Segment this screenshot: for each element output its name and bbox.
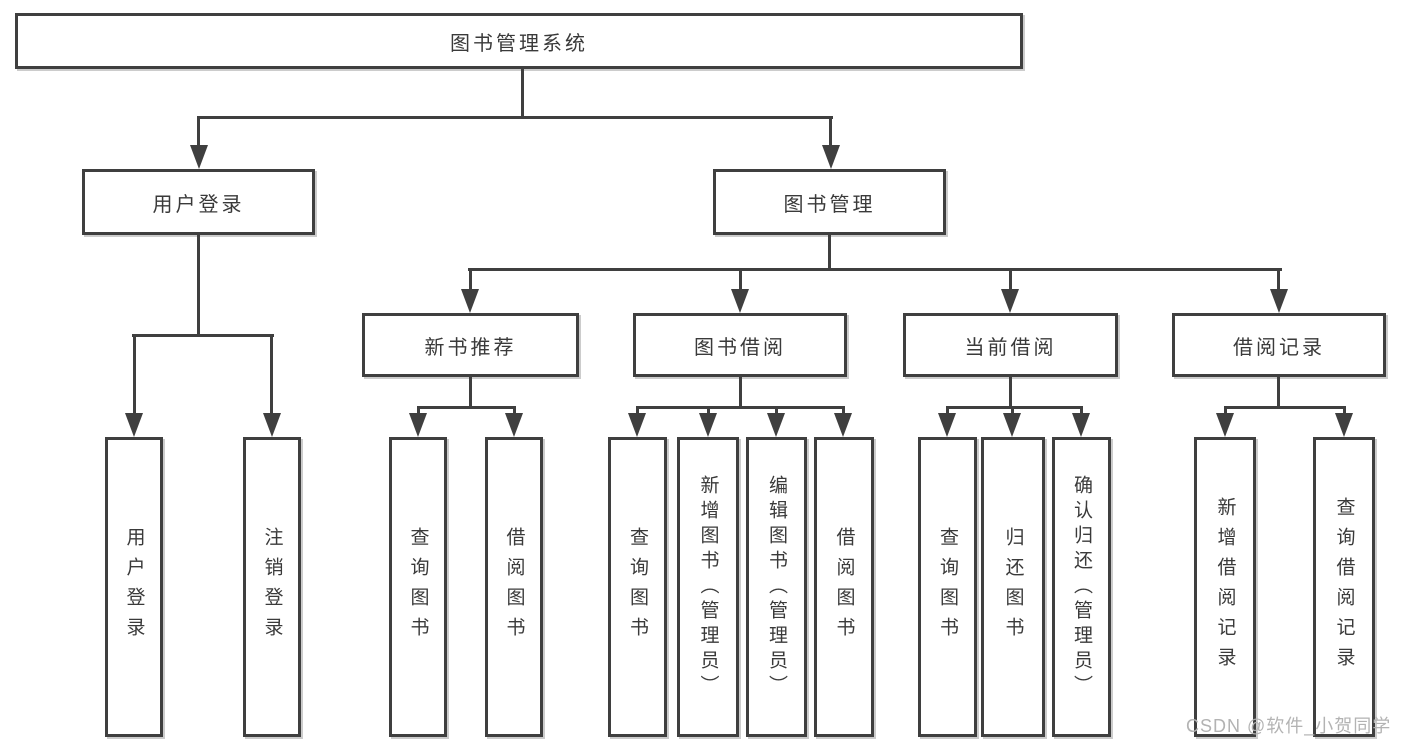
connector <box>946 406 949 416</box>
arrowhead <box>628 413 646 437</box>
arrowhead <box>1335 413 1353 437</box>
leaf-label: 借阅图书 <box>833 527 855 647</box>
connector <box>1009 377 1012 408</box>
connector <box>133 334 136 416</box>
arrowhead <box>938 413 956 437</box>
leaf-label: 用户登录 <box>123 527 145 647</box>
connector <box>775 406 778 416</box>
connector <box>1224 406 1346 409</box>
node-new-book-recommend: 新书推荐 <box>362 313 579 377</box>
connector <box>1011 406 1014 416</box>
node-label: 当前借阅 <box>964 336 1057 359</box>
node-label: 图书管理系统 <box>450 32 588 55</box>
arrowhead <box>125 413 143 437</box>
leaf-user-login: 用户登录 <box>105 437 163 737</box>
connector <box>469 268 472 293</box>
connector <box>1343 406 1346 416</box>
connector <box>828 235 831 271</box>
connector <box>270 334 273 416</box>
leaf-borrow-books-borrowing: 借阅图书 <box>814 437 874 737</box>
node-label: 用户登录 <box>152 193 245 216</box>
arrowhead <box>767 413 785 437</box>
connector <box>417 406 516 409</box>
leaf-add-books-admin: 新增图书（管理员） <box>677 437 739 737</box>
arrowhead <box>731 289 749 313</box>
arrowhead <box>834 413 852 437</box>
leaf-label: 查询图书 <box>937 527 958 647</box>
leaf-borrow-books-recommend: 借阅图书 <box>485 437 543 737</box>
node-label: 图书管理 <box>783 193 876 216</box>
connector <box>1009 268 1012 293</box>
leaf-label: 新增借阅记录 <box>1214 497 1236 677</box>
connector <box>1224 406 1227 416</box>
connector <box>739 268 742 293</box>
arrowhead <box>263 413 281 437</box>
connector <box>842 406 845 416</box>
connector <box>521 69 524 118</box>
leaf-query-books-current: 查询图书 <box>918 437 977 737</box>
arrowhead <box>461 289 479 313</box>
connector <box>468 268 1282 271</box>
connector <box>132 334 274 337</box>
leaf-add-borrow-record: 新增借阅记录 <box>1194 437 1256 737</box>
leaf-label: 编辑图书（管理员） <box>766 474 787 700</box>
connector <box>1080 406 1083 416</box>
arrowhead <box>1270 289 1288 313</box>
connector <box>469 377 472 408</box>
leaf-label: 归还图书 <box>1002 527 1024 647</box>
leaf-query-books-borrowing: 查询图书 <box>608 437 667 737</box>
connector <box>197 116 200 150</box>
arrowhead <box>190 145 208 169</box>
leaf-confirm-return-admin: 确认归还（管理员） <box>1052 437 1111 737</box>
arrowhead <box>409 413 427 437</box>
leaf-label: 注销登录 <box>261 527 283 647</box>
arrowhead <box>822 145 840 169</box>
arrowhead <box>699 413 717 437</box>
connector <box>636 406 845 409</box>
watermark: CSDN @软件_小贺同学 <box>1186 716 1392 736</box>
connector <box>1277 268 1280 293</box>
leaf-query-books-recommend: 查询图书 <box>389 437 447 737</box>
node-label: 借阅记录 <box>1233 336 1325 359</box>
leaf-query-borrow-record: 查询借阅记录 <box>1313 437 1375 737</box>
connector <box>513 406 516 416</box>
connector <box>739 377 742 408</box>
connector <box>829 116 832 150</box>
arrowhead <box>1001 289 1019 313</box>
arrowhead <box>1072 413 1090 437</box>
node-borrowing-records: 借阅记录 <box>1172 313 1386 377</box>
leaf-edit-books-admin: 编辑图书（管理员） <box>746 437 807 737</box>
leaf-return-books: 归还图书 <box>981 437 1045 737</box>
node-current-borrowing: 当前借阅 <box>903 313 1118 377</box>
arrowhead <box>505 413 523 437</box>
connector <box>417 406 420 416</box>
arrowhead <box>1216 413 1234 437</box>
connector <box>197 116 833 119</box>
arrowhead <box>1003 413 1021 437</box>
leaf-logout: 注销登录 <box>243 437 301 737</box>
leaf-label: 查询图书 <box>627 527 648 647</box>
leaf-label: 查询图书 <box>407 527 429 647</box>
leaf-label: 查询借阅记录 <box>1333 497 1355 677</box>
leaf-label: 新增图书（管理员） <box>697 474 719 700</box>
node-book-borrowing: 图书借阅 <box>633 313 847 377</box>
node-label: 图书借阅 <box>694 336 786 359</box>
connector <box>1277 377 1280 408</box>
node-book-management: 图书管理 <box>713 169 946 235</box>
node-library-management-system: 图书管理系统 <box>15 13 1023 69</box>
leaf-label: 借阅图书 <box>503 527 525 647</box>
node-label: 新书推荐 <box>424 336 517 359</box>
node-user-login: 用户登录 <box>82 169 315 235</box>
connector <box>707 406 710 416</box>
connector <box>946 406 1083 409</box>
connector <box>197 235 200 337</box>
connector <box>636 406 639 416</box>
leaf-label: 确认归还（管理员） <box>1071 474 1092 700</box>
